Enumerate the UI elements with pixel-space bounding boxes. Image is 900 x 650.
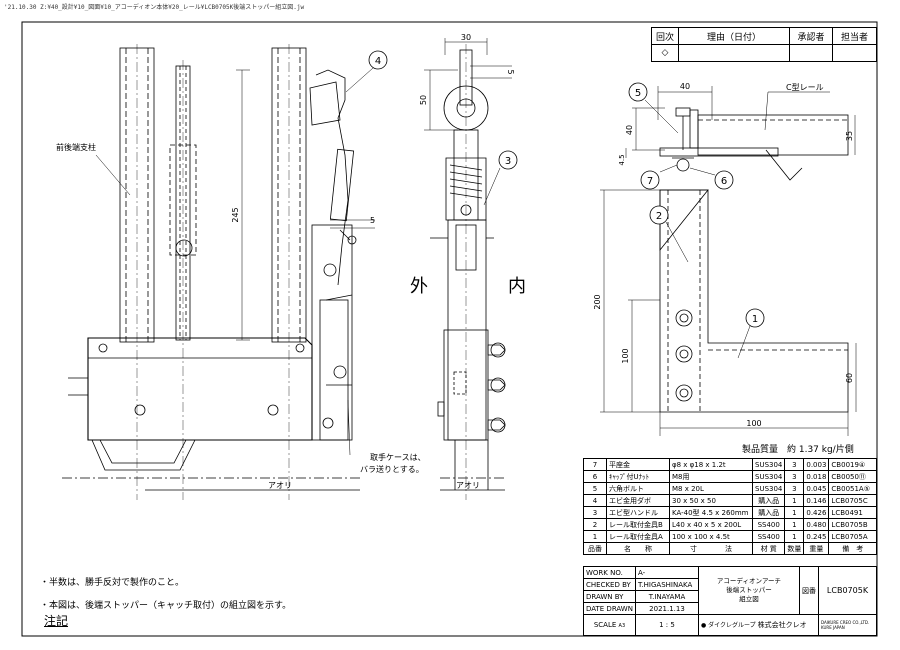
label-aori-left: アオリ xyxy=(268,481,292,490)
dim-100-horizontal: 100 xyxy=(746,419,761,428)
label-aori-right: アオリ xyxy=(456,481,480,490)
parts-header-row: 品番 名 称 寸 法 材 質 数量 重量 備 考 xyxy=(583,542,877,555)
table-row: 6 ｷｬｯﾌﾟ付Uﾅｯﾄ M8用 SUS304 3 0.018 CB0050⑪ xyxy=(583,470,877,483)
balloon-7 xyxy=(640,170,660,190)
balloon-7-label: 7 xyxy=(647,176,653,187)
rev-header-approver: 承認者 xyxy=(789,27,833,45)
drawing-border xyxy=(21,21,878,637)
label-c-rail: C型レール xyxy=(786,83,824,92)
company-logo-icon: ● xyxy=(700,622,707,629)
balloon-2-label: 2 xyxy=(656,211,662,222)
balloon-3 xyxy=(498,150,518,170)
label-outside: 外 xyxy=(410,276,428,297)
notes-title: 注記 xyxy=(44,614,69,628)
table-row: 3 エビ型ハンドル KA-40型 4.5 x 260mm 購入品 1 0.426… xyxy=(583,506,877,519)
dim-245: 245 xyxy=(231,207,240,222)
balloon-5-label: 5 xyxy=(635,88,641,99)
table-row: 7 平座金 φ8 x φ18 x 1.2t SUS304 3 0.003 CB0… xyxy=(583,458,877,471)
rev-mark-cell: ◇ xyxy=(651,44,679,62)
table-row: 2 レール取付金具B L40 x 40 x 5 x 200L SS400 1 0… xyxy=(583,518,877,531)
drawing-title: アコーディオンアーチ 後端ストッパー 組立図 xyxy=(697,566,800,615)
c-rail-detail xyxy=(625,86,856,181)
product-mass: 製品質量 約 1.37 kg/片側 xyxy=(742,443,854,455)
dim-100-vertical: 100 xyxy=(621,348,630,363)
dim-60: 60 xyxy=(845,373,854,383)
label-handle-case-1: 取手ケースは、 xyxy=(370,452,426,462)
table-row: 4 エビ金用ダボ 30 x 50 x 50 購入品 1 0.146 LCB070… xyxy=(583,494,877,507)
checked-by: T.HIGASHINAKA xyxy=(634,578,699,591)
dim-35: 35 xyxy=(845,131,854,141)
balloon-3-label: 3 xyxy=(505,156,511,167)
balloon-5 xyxy=(628,82,648,102)
balloon-6-label: 6 xyxy=(721,176,727,187)
dim-5-left: 5 xyxy=(370,216,375,225)
work-no: A- xyxy=(634,566,699,579)
title-block: WORK NO. A- アコーディオンアーチ 後端ストッパー 組立図 図番 LC… xyxy=(583,566,878,636)
rev-header-no: 回次 xyxy=(651,27,679,45)
balloon-1-label: 1 xyxy=(752,314,758,325)
table-row: 5 六角ボルト M8 x 20L SUS304 3 0.045 CB0051A⑤ xyxy=(583,482,877,495)
bracket-detail xyxy=(600,189,857,436)
file-path-header: '21.10.30 Z:¥40_設計¥10_図面¥10_アコーディオン本体¥20… xyxy=(4,4,305,11)
label-inside: 内 xyxy=(508,276,526,297)
label-handle-case-2: バラ送りとする。 xyxy=(360,464,424,474)
balloon-4 xyxy=(368,50,388,70)
label-front-post: 前後端支柱 xyxy=(56,142,96,152)
note-2: ・本図は、後端ストッパー（キャッチ取付）の組立図を示す。 xyxy=(40,601,292,611)
dim-40-side: 40 xyxy=(625,125,634,135)
balloon-4-label: 4 xyxy=(375,56,381,67)
balloon-1 xyxy=(745,308,765,328)
rev-header-reason: 理由（日付） xyxy=(678,27,790,45)
dim-30: 30 xyxy=(461,33,471,42)
dim-40-top: 40 xyxy=(680,82,690,91)
drawn-by: T.INAYAMA xyxy=(634,590,699,603)
table-row: 1 レール取付金具A 100 x 100 x 4.5t SS400 1 0.24… xyxy=(583,530,877,543)
note-1: ・半数は、勝手反対で製作のこと。 xyxy=(40,578,185,588)
dim-200: 200 xyxy=(593,294,602,309)
dim-5-middle: 5 xyxy=(506,69,515,74)
middle-front-view xyxy=(424,38,512,500)
parts-table: 7 平座金 φ8 x φ18 x 1.2t SUS304 3 0.003 CB0… xyxy=(583,458,877,555)
scale-value: 1 : 5 xyxy=(634,614,699,636)
rev-header-person: 担当者 xyxy=(832,27,877,45)
drawing-number: LCB0705K xyxy=(817,566,878,615)
dim-4-5: 4.5 xyxy=(618,154,626,165)
balloon-2 xyxy=(649,205,669,225)
left-side-view xyxy=(62,44,375,500)
dim-50: 50 xyxy=(419,95,428,105)
date-drawn: 2021.1.13 xyxy=(634,602,699,615)
diamond-icon: ◇ xyxy=(661,48,669,58)
balloon-6 xyxy=(714,170,734,190)
revision-table: 回次 理由（日付） 承認者 担当者 ◇ xyxy=(651,27,877,62)
